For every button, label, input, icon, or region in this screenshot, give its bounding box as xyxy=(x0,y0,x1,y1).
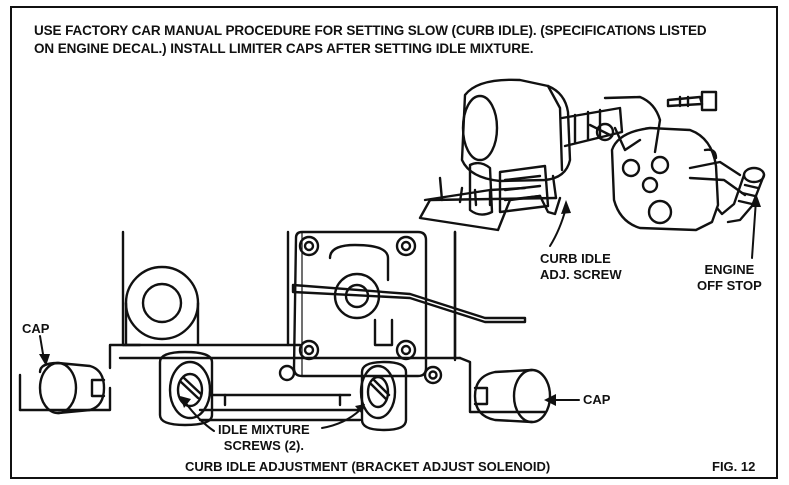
round-boss xyxy=(124,265,200,347)
linkage-plate xyxy=(610,126,747,232)
right-limiter-cap xyxy=(473,368,552,424)
idle-mixture-screws-label: IDLE MIXTURE SCREWS (2). xyxy=(218,422,310,454)
engine-stop-label-line-2: OFF STOP xyxy=(697,278,762,293)
figure-caption: CURB IDLE ADJUSTMENT (BRACKET ADJUST SOL… xyxy=(185,459,551,474)
mounting-bracket xyxy=(418,161,562,232)
left-limiter-cap xyxy=(38,361,106,415)
cap-label-right: CAP xyxy=(583,392,611,407)
engine-off-stop-label: ENGINE OFF STOP xyxy=(697,262,762,294)
cap-label-left: CAP xyxy=(22,321,50,336)
idle-mixture-label-line-1: IDLE MIXTURE xyxy=(218,422,310,437)
instructions-text: USE FACTORY CAR MANUAL PROCEDURE FOR SET… xyxy=(34,22,754,58)
engine-off-stop xyxy=(715,166,766,224)
instructions-line-2: ON ENGINE DECAL.) INSTALL LIMITER CAPS A… xyxy=(34,41,534,56)
solenoid-assembly xyxy=(460,78,662,183)
figure-number: FIG. 12 xyxy=(712,459,756,474)
curb-idle-label-line-1: CURB IDLE xyxy=(540,251,611,266)
curb-idle-label-line-2: ADJ. SCREW xyxy=(540,267,622,282)
throttle-flange xyxy=(291,230,527,378)
carburetor-body xyxy=(18,230,547,422)
top-bolt xyxy=(666,90,718,112)
arrowheads xyxy=(39,193,761,414)
idle-mixture-label-line-2: SCREWS (2). xyxy=(223,438,304,453)
instructions-line-1: USE FACTORY CAR MANUAL PROCEDURE FOR SET… xyxy=(34,23,707,38)
curb-idle-adj-screw-label: CURB IDLE ADJ. SCREW xyxy=(540,251,622,283)
left-idle-mixture-screw xyxy=(158,350,214,427)
right-idle-mixture-screw xyxy=(359,360,408,432)
engine-stop-label-line-1: ENGINE xyxy=(704,262,755,277)
